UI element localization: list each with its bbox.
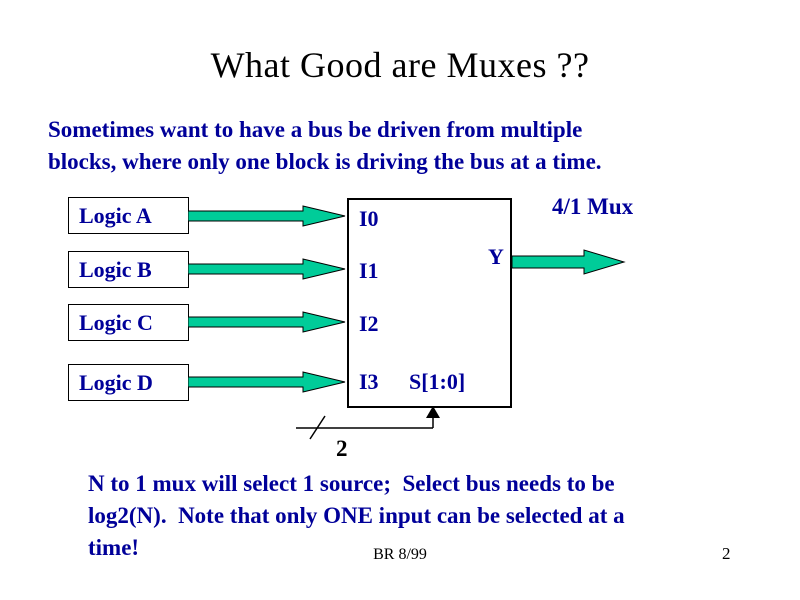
logic-block-c: Logic C xyxy=(68,304,189,341)
select-bus-line xyxy=(296,406,440,440)
select-pin-label: S[1:0] xyxy=(409,369,466,394)
output-bus-arrow xyxy=(512,249,626,275)
select-bus-arrowhead xyxy=(426,406,440,418)
logic-block-d: Logic D xyxy=(68,364,189,401)
logic-block-a-label: Logic A xyxy=(79,202,152,228)
output-pin-label: Y xyxy=(488,244,504,269)
pin-i3: I3 xyxy=(359,369,379,394)
note-line-2: log2(N). Note that only ONE input can be… xyxy=(88,503,625,528)
arrow-shape xyxy=(188,371,346,393)
bus-width-slash xyxy=(309,415,326,440)
intro-line-2: blocks, where only one block is driving … xyxy=(48,149,602,174)
input-bus-arrow-a xyxy=(188,205,346,227)
logic-block-d-label: Logic D xyxy=(79,369,153,395)
pin-i1: I1 xyxy=(359,258,379,283)
pin-i0: I0 xyxy=(359,206,379,231)
arrow-shape xyxy=(188,205,346,227)
input-bus-arrow-d xyxy=(188,371,346,393)
arrow-shape xyxy=(188,258,346,280)
footer-credit: BR 8/99 xyxy=(373,546,427,563)
logic-block-c-label: Logic C xyxy=(79,309,153,335)
page-number: 2 xyxy=(722,544,731,563)
input-bus-arrow-b xyxy=(188,258,346,280)
input-bus-arrow-c xyxy=(188,311,346,333)
note-text: N to 1 mux will select 1 source; Select … xyxy=(88,468,625,564)
arrow-shape xyxy=(188,311,346,333)
bus-width-label: 2 xyxy=(336,436,348,461)
slide-title: What Good are Muxes ?? xyxy=(210,45,590,85)
logic-block-a: Logic A xyxy=(68,197,189,234)
mux-title: 4/1 Mux xyxy=(552,194,634,219)
intro-text: Sometimes want to have a bus be driven f… xyxy=(48,114,602,178)
mux-box xyxy=(347,198,512,408)
pin-i2: I2 xyxy=(359,311,379,336)
logic-block-b: Logic B xyxy=(68,251,189,288)
note-line-1: N to 1 mux will select 1 source; Select … xyxy=(88,471,615,496)
arrow-shape xyxy=(512,249,626,275)
intro-line-1: Sometimes want to have a bus be driven f… xyxy=(48,117,583,142)
logic-block-b-label: Logic B xyxy=(79,256,152,282)
note-line-3: time! xyxy=(88,535,140,560)
